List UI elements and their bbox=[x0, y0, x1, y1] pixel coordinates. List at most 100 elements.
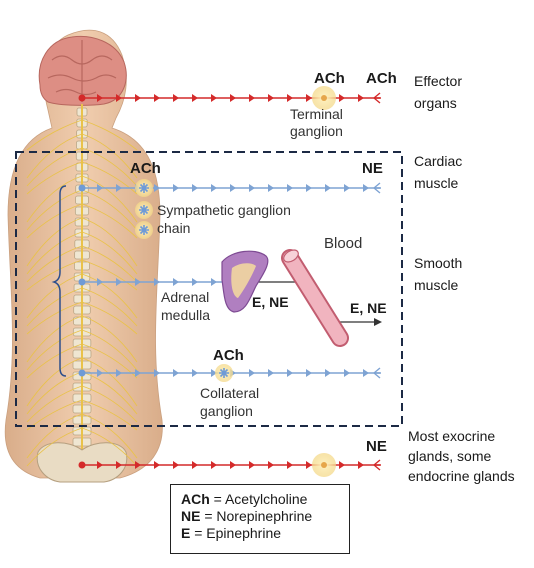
collateral-ganglion-label: Collateral ganglion bbox=[200, 384, 259, 420]
nerve-fiber-left bbox=[26, 119, 83, 151]
sympathetic-arrow bbox=[344, 184, 350, 192]
nerve-fiber-right bbox=[81, 287, 138, 327]
terminal-ganglion-label: Terminal ganglion bbox=[290, 106, 343, 140]
sympathetic-origin-dot bbox=[78, 184, 86, 192]
nerve-fiber-right bbox=[81, 189, 138, 231]
sympathetic-arrow bbox=[135, 369, 141, 377]
legend-abbr-ach: ACh bbox=[181, 491, 210, 507]
parasympathetic-arrow bbox=[287, 94, 293, 102]
cardiac-muscle-line2: muscle bbox=[414, 175, 459, 191]
nerve-fiber-left bbox=[26, 371, 83, 415]
exocrine-glands-line2: glands, some bbox=[408, 448, 492, 464]
nerve-fiber-right bbox=[81, 161, 138, 195]
parasympathetic-arrow bbox=[192, 94, 198, 102]
adrenal-medulla-line1: Adrenal bbox=[161, 289, 210, 305]
collateral-terminal bbox=[373, 367, 381, 379]
exocrine-glands-line1: Most exocrine bbox=[408, 428, 496, 444]
blood-output-arrowhead bbox=[374, 318, 382, 326]
sympathetic-arrow bbox=[192, 369, 198, 377]
nerve-fiber-left bbox=[26, 343, 83, 379]
parasympathetic-arrow bbox=[339, 94, 345, 102]
nerve-fiber-right bbox=[81, 427, 138, 467]
ach-label-collateral: ACh bbox=[213, 347, 244, 364]
collateral-ganglion-star bbox=[219, 368, 229, 378]
legend-def-ne: = Norepinephrine bbox=[204, 508, 313, 524]
nerve-fiber-left bbox=[26, 357, 83, 407]
sympathetic-arrow bbox=[154, 278, 160, 286]
brain-folds bbox=[47, 40, 117, 102]
parasympathetic-arrow bbox=[230, 94, 236, 102]
adrenal-output-label: E, NE bbox=[252, 294, 289, 310]
parasympathetic-arrow bbox=[97, 94, 103, 102]
sympathetic-arrow bbox=[211, 278, 217, 286]
parasympathetic-arrow bbox=[339, 461, 345, 469]
parasympathetic-arrow bbox=[154, 94, 160, 102]
nerve-fiber-right bbox=[81, 217, 138, 267]
parasympathetic-arrow bbox=[230, 461, 236, 469]
pathways bbox=[78, 86, 382, 477]
nerve-fiber-left bbox=[26, 287, 83, 327]
sympathetic-arrow bbox=[287, 184, 293, 192]
sympathetic-arrow bbox=[306, 184, 312, 192]
effector-organs-line2: organs bbox=[414, 95, 457, 111]
sympathetic-arrow bbox=[97, 278, 103, 286]
cardiac-terminal bbox=[373, 182, 381, 194]
sympathetic-arrow bbox=[211, 184, 217, 192]
nerve-fiber-left bbox=[26, 301, 83, 335]
nerve-fiber-right bbox=[81, 133, 138, 179]
nerve-fiber-left bbox=[26, 161, 83, 195]
legend-def-e: = Epinephrine bbox=[194, 525, 282, 541]
nerve-fiber-left bbox=[26, 329, 83, 371]
sympathetic-origin-dot bbox=[78, 369, 86, 377]
sympathetic-arrow bbox=[154, 184, 160, 192]
sympathetic-arrow bbox=[192, 184, 198, 192]
cardiac-muscle-line1: Cardiac bbox=[414, 153, 463, 169]
parasympathetic-arrow bbox=[211, 461, 217, 469]
sacral-origin-dot bbox=[78, 461, 86, 469]
nerve-fiber-left bbox=[26, 133, 83, 179]
exocrine-glands-label: Most exocrine glands, some endocrine gla… bbox=[408, 426, 515, 486]
ne-label-bottom: NE bbox=[366, 438, 387, 455]
parasympathetic-arrow bbox=[135, 461, 141, 469]
parasympathetic-arrow bbox=[358, 94, 364, 102]
parasympathetic-arrow bbox=[173, 94, 179, 102]
ach-label-sympathetic: ACh bbox=[130, 160, 161, 177]
sympathetic-region-box bbox=[15, 151, 403, 427]
ach-label-top-postganglionic: ACh bbox=[366, 70, 397, 87]
sympathetic-arrow bbox=[287, 369, 293, 377]
exocrine-glands-line3: endocrine glands bbox=[408, 468, 515, 484]
sympathetic-arrow bbox=[116, 278, 122, 286]
nerve-fiber-left bbox=[26, 175, 83, 223]
sympathetic-chain-label: Sympathetic ganglion chain bbox=[157, 201, 291, 237]
parasympathetic-arrow bbox=[287, 461, 293, 469]
sympathetic-arrow bbox=[173, 278, 179, 286]
parasympathetic-arrow bbox=[306, 461, 312, 469]
parasympathetic-arrow bbox=[173, 461, 179, 469]
parasympathetic-arrow bbox=[135, 94, 141, 102]
nerve-fiber-right bbox=[81, 357, 138, 407]
nerve-fiber-right bbox=[81, 175, 138, 223]
sympathetic-arrow bbox=[173, 184, 179, 192]
nerve-fiber-right bbox=[81, 119, 138, 151]
legend-box: ACh = Acetylcholine NE = Norepinephrine … bbox=[170, 484, 350, 554]
nerve-fiber-left bbox=[26, 217, 83, 267]
nerve-fiber-right bbox=[81, 371, 138, 415]
legend-row-ach: ACh = Acetylcholine bbox=[181, 491, 339, 508]
parasympathetic-arrow bbox=[358, 461, 364, 469]
smooth-muscle-line2: muscle bbox=[414, 277, 459, 293]
effector-organs-label: Effector organs bbox=[414, 70, 462, 114]
nerve-fiber-right bbox=[81, 385, 138, 423]
nerve-fiber-left bbox=[26, 245, 83, 283]
effector-organs-line1: Effector bbox=[414, 73, 462, 89]
nerve-fiber-left bbox=[26, 147, 83, 187]
sympathetic-arrow bbox=[268, 184, 274, 192]
parasympathetic-arrow bbox=[97, 461, 103, 469]
nerve-fiber-left bbox=[26, 231, 83, 275]
blood-vessel bbox=[281, 249, 349, 347]
sympathetic-arrow bbox=[116, 369, 122, 377]
nerve-fiber-right bbox=[81, 147, 138, 187]
sympathetic-arrow bbox=[116, 184, 122, 192]
sympathetic-arrow bbox=[363, 369, 369, 377]
